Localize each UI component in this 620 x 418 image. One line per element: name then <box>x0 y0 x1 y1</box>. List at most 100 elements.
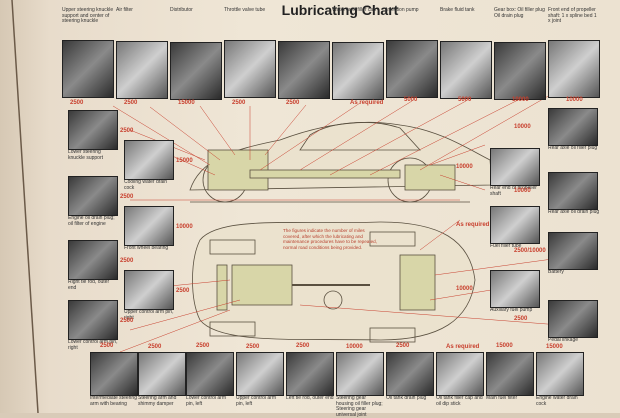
photo-caption: Fuel filler tube <box>490 243 522 249</box>
interval-label: 5000 <box>458 97 472 103</box>
component-photo <box>490 148 540 186</box>
interval-label: 15000 <box>546 344 563 350</box>
component-photo <box>548 40 600 98</box>
interval-label: 2500 <box>246 344 260 350</box>
photo-caption: Water tank filler cap <box>332 7 376 13</box>
interval-label: 2500 <box>396 343 410 349</box>
photo-caption: Steering arm and shimmy damper <box>138 395 177 407</box>
interval-label: 10000 <box>512 97 529 103</box>
interval-note: The figures indicate the number of miles… <box>283 228 377 250</box>
component-photo <box>68 176 118 216</box>
component-photo <box>386 40 438 98</box>
component-photo <box>62 40 114 98</box>
interval-label: 5000 <box>404 97 418 103</box>
component-photo <box>440 41 492 99</box>
component-photo <box>536 352 584 396</box>
component-photo <box>332 42 384 100</box>
component-photo <box>68 300 118 340</box>
interval-label: 2500 <box>100 343 114 349</box>
interval-label: 2500 <box>120 128 134 134</box>
component-photo <box>186 352 234 396</box>
interval-label: 2500 <box>176 288 190 294</box>
photo-caption: Upper control arm pin, left <box>236 395 277 407</box>
photo-caption: Main fuel filter <box>486 395 518 401</box>
photo-caption: Battery <box>548 269 564 275</box>
photo-caption: Rear axle oil filler plug <box>548 145 598 151</box>
component-photo <box>386 352 434 396</box>
interval-label: 10000 <box>566 97 583 103</box>
photo-caption: Right tie rod, outer end <box>68 279 110 291</box>
interval-label: 2500 <box>232 100 246 106</box>
component-photo <box>138 352 186 396</box>
photo-caption: Lower steering knuckle support <box>68 149 104 161</box>
interval-label: 10000 <box>514 124 531 130</box>
photo-caption: Injection pump <box>386 7 419 13</box>
component-photo <box>548 108 598 146</box>
component-photo <box>436 352 484 396</box>
photo-caption: Front end of propeller shaft: 1 x spline… <box>548 7 597 24</box>
component-photo <box>68 240 118 280</box>
photo-caption: Steering gear housing oil filler plug; S… <box>336 395 383 418</box>
component-photo <box>124 206 174 246</box>
component-photo <box>336 352 384 396</box>
photo-caption: Distributor <box>170 7 193 13</box>
component-photo <box>548 232 598 270</box>
photo-caption: Oil tank filler cap and oil dip stick <box>436 395 483 407</box>
interval-label: 2500 <box>514 316 528 322</box>
component-photo <box>236 352 284 396</box>
book-spine <box>10 0 40 414</box>
photo-caption: Brake fluid tank <box>440 7 475 13</box>
photo-caption: Throttle valve tube <box>224 7 266 13</box>
photo-caption: Upper steering knuckle support and cente… <box>62 7 114 24</box>
photo-caption: Gear box: Oil filler plug Oil drain plug <box>494 7 545 19</box>
photo-caption: Air filter <box>116 7 133 13</box>
component-photo <box>124 140 174 180</box>
interval-label: 15000 <box>496 343 513 349</box>
interval-label: 10000 <box>456 286 473 292</box>
top-view-car <box>192 221 476 343</box>
photo-caption: Pedal linkage <box>548 337 579 343</box>
photo-caption: Rear end of propeller shaft <box>490 185 537 197</box>
component-photo <box>90 352 138 396</box>
component-photo <box>224 40 276 98</box>
interval-label: As required <box>456 222 490 228</box>
photo-caption: Oil tank drain plug <box>386 395 427 401</box>
component-photo <box>494 42 546 100</box>
photo-caption: Cooling water drain cock <box>124 179 168 191</box>
interval-label: 2500 <box>120 258 134 264</box>
photo-caption: Intermediate steering arm with bearing <box>90 395 137 407</box>
component-photo <box>278 41 330 99</box>
photo-caption: Auxiliary fuel pump <box>490 307 533 313</box>
leader-lines <box>112 94 561 353</box>
photo-caption: Engine water drain cock <box>536 395 578 407</box>
component-photo <box>286 352 334 396</box>
interval-label: 2500 <box>120 318 134 324</box>
photo-caption: Upper control arm pin, right <box>124 309 174 321</box>
side-view-car <box>189 121 493 203</box>
component-photo <box>68 110 118 150</box>
interval-label: 2500 <box>286 100 300 106</box>
interval-label: As required <box>446 344 480 350</box>
interval-label: 2500 <box>148 344 162 350</box>
component-photo <box>486 352 534 396</box>
component-photo <box>170 42 222 100</box>
interval-label: 2500 <box>296 343 310 349</box>
interval-label: As required <box>350 100 384 106</box>
photo-caption: Front wheel bearing <box>124 245 169 251</box>
photo-caption: Lower control arm pin, right <box>68 339 118 351</box>
interval-label: 10000 <box>176 224 193 230</box>
photo-caption: Engine oil drain plug; oil filter of eng… <box>68 215 115 227</box>
photo-caption: Left tie rod, outer end <box>286 395 334 401</box>
interval-label: 2500 <box>120 194 134 200</box>
interval-label: 10000 <box>514 188 531 194</box>
component-photo <box>490 206 540 244</box>
component-photo <box>548 172 598 210</box>
photo-caption: Rear axle oil drain plug <box>548 209 600 215</box>
interval-label: 15000 <box>176 158 193 164</box>
interval-label: 15000 <box>178 100 195 106</box>
interval-label: 2500 <box>70 100 84 106</box>
photo-caption: Lower control arm pin, left <box>186 395 227 407</box>
interval-label: 2500 <box>124 100 138 106</box>
